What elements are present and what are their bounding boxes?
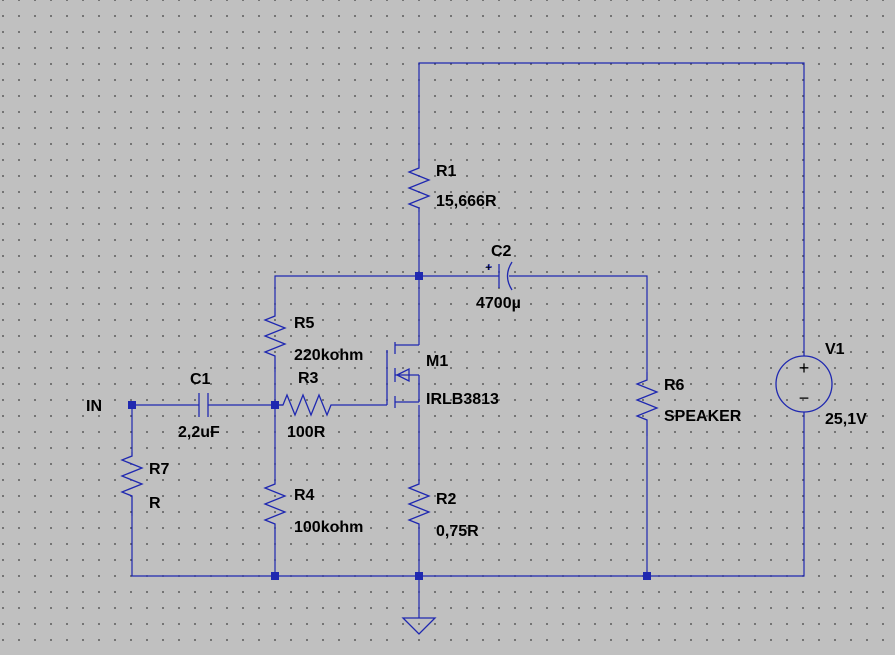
r5-value: 220kohm (294, 347, 363, 364)
junction-in-node (128, 401, 136, 409)
v1-plus-sign: + (799, 358, 810, 378)
wires (131, 62, 805, 618)
resistor-r3[interactable] (275, 393, 339, 417)
voltage-source-v1[interactable] (775, 352, 833, 417)
c2-value: 4700µ (476, 295, 521, 312)
junction-ground-r2 (415, 572, 423, 580)
r5-name: R5 (294, 315, 315, 332)
wire-node-r5-top (274, 275, 419, 308)
r4-value: 100kohm (294, 519, 363, 536)
r2-name: R2 (436, 491, 457, 508)
r1-value: 15,666R (436, 193, 497, 210)
resistor-r2[interactable] (407, 480, 431, 540)
mosfet-m1[interactable] (386, 342, 420, 408)
ground-icon (401, 617, 437, 635)
r4-name: R4 (294, 487, 315, 504)
c2-polarity: + (485, 262, 491, 274)
capacitor-c1[interactable] (198, 393, 209, 417)
junction-drain-node (415, 272, 423, 280)
m1-value: IRLB3813 (426, 391, 499, 408)
resistor-r4[interactable] (263, 480, 287, 540)
c2-name: C2 (491, 243, 512, 260)
capacitor-c2[interactable] (486, 261, 513, 291)
resistor-r1[interactable] (407, 158, 431, 212)
m1-name: M1 (426, 353, 448, 370)
r6-name: R6 (664, 377, 685, 394)
junction-ground-r4 (271, 572, 279, 580)
r3-name: R3 (298, 370, 319, 387)
r7-value: R (149, 495, 161, 512)
junctions (128, 272, 651, 580)
v1-value: 25,1V (825, 411, 867, 428)
c1-name: C1 (190, 371, 211, 388)
r1-name: R1 (436, 163, 457, 180)
wire-supply-top (418, 62, 805, 352)
junction-ground-r6 (643, 572, 651, 580)
r7-name: R7 (149, 461, 170, 478)
wire-c2-r6 (509, 275, 648, 372)
net-label-in: IN (86, 398, 102, 415)
v1-name: V1 (825, 341, 845, 358)
resistor-r7[interactable] (120, 452, 144, 516)
resistor-r6[interactable] (635, 372, 659, 436)
resistor-r5[interactable] (263, 308, 287, 372)
r6-value: SPEAKER (664, 408, 742, 425)
r3-value: 100R (287, 424, 326, 441)
c1-value: 2,2uF (178, 424, 220, 441)
v1-minus-sign: − (799, 388, 810, 408)
r2-value: 0,75R (436, 523, 479, 540)
junction-gate-node (271, 401, 279, 409)
wire-ground-bus (131, 417, 805, 577)
